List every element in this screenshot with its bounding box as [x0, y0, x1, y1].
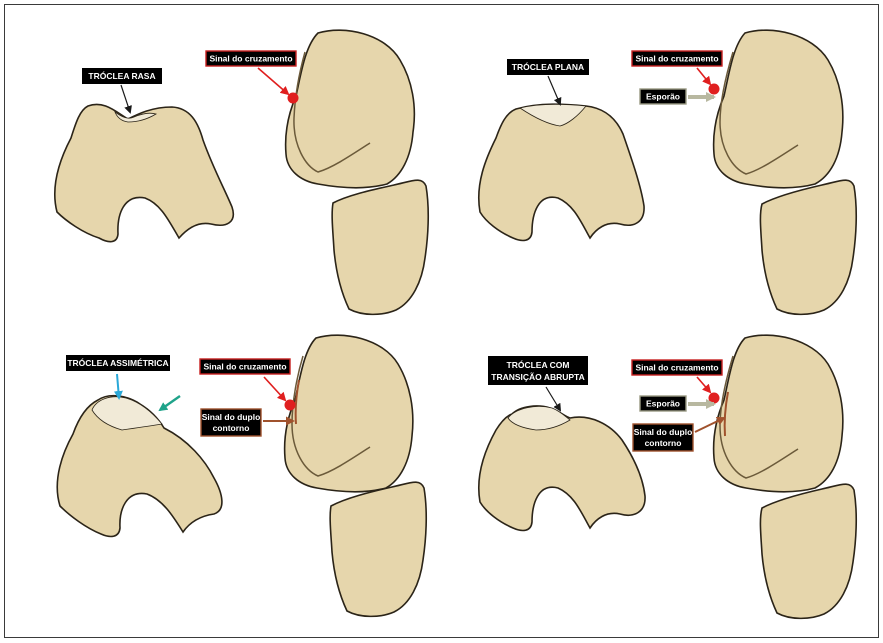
femoral-condyle-lateral	[285, 335, 413, 492]
trochlea-label: TRÓCLEA ASSIMÉTRICA	[67, 357, 168, 368]
crossing-sign-marker	[709, 84, 720, 95]
trochlea-label: TRÓCLEA PLANA	[512, 61, 584, 72]
patella	[330, 482, 426, 616]
trochlea-arrow	[548, 76, 560, 104]
crossing-sign-marker	[709, 393, 720, 404]
trochlea-label-line2: TRANSIÇÃO ABRUPTA	[491, 372, 585, 382]
panel-top-left: TRÓCLEA RASA Sinal do cruzamento	[55, 30, 428, 314]
double-contour-label-line1: Sinal do duplo	[634, 427, 693, 437]
crossing-sign-arrow	[258, 68, 288, 94]
patella	[760, 484, 856, 618]
trochlea-label-line1: TRÓCLEA COM	[507, 359, 570, 370]
panel-bottom-right: TRÓCLEA COM TRANSIÇÃO ABRUPTA Sinal do c…	[479, 335, 856, 618]
crossing-sign-marker	[288, 93, 299, 104]
trochlea-arrow-teal	[160, 396, 180, 410]
spur-label: Esporão	[646, 399, 680, 409]
trochlea-arrow	[546, 387, 560, 410]
crossing-sign-label: Sinal do cruzamento	[635, 54, 718, 64]
panel-bottom-left: TRÓCLEA ASSIMÉTRICA Sinal do cruzamento …	[57, 335, 426, 616]
trochlea-arrow-cyan	[117, 374, 119, 398]
double-contour-label-line1: Sinal do duplo	[202, 412, 261, 422]
crossing-sign-marker	[285, 400, 296, 411]
trochlea-label: TRÓCLEA RASA	[88, 70, 155, 81]
panel-top-right: TRÓCLEA PLANA Sinal do cruzamento Esporã…	[479, 30, 856, 314]
patella	[332, 180, 428, 314]
double-contour-label-line2: contorno	[645, 438, 682, 448]
crossing-sign-arrow	[697, 377, 710, 392]
crossing-sign-label: Sinal do cruzamento	[209, 54, 292, 64]
double-contour-label-line2: contorno	[213, 423, 250, 433]
crossing-sign-arrow	[697, 68, 710, 84]
crossing-sign-label: Sinal do cruzamento	[203, 362, 286, 372]
crossing-sign-label: Sinal do cruzamento	[635, 363, 718, 373]
crossing-sign-arrow	[264, 377, 285, 400]
femur-axial-bone	[55, 104, 234, 241]
trochlea-arrow	[121, 85, 130, 112]
spur-label: Esporão	[646, 92, 680, 102]
patella	[760, 180, 856, 314]
